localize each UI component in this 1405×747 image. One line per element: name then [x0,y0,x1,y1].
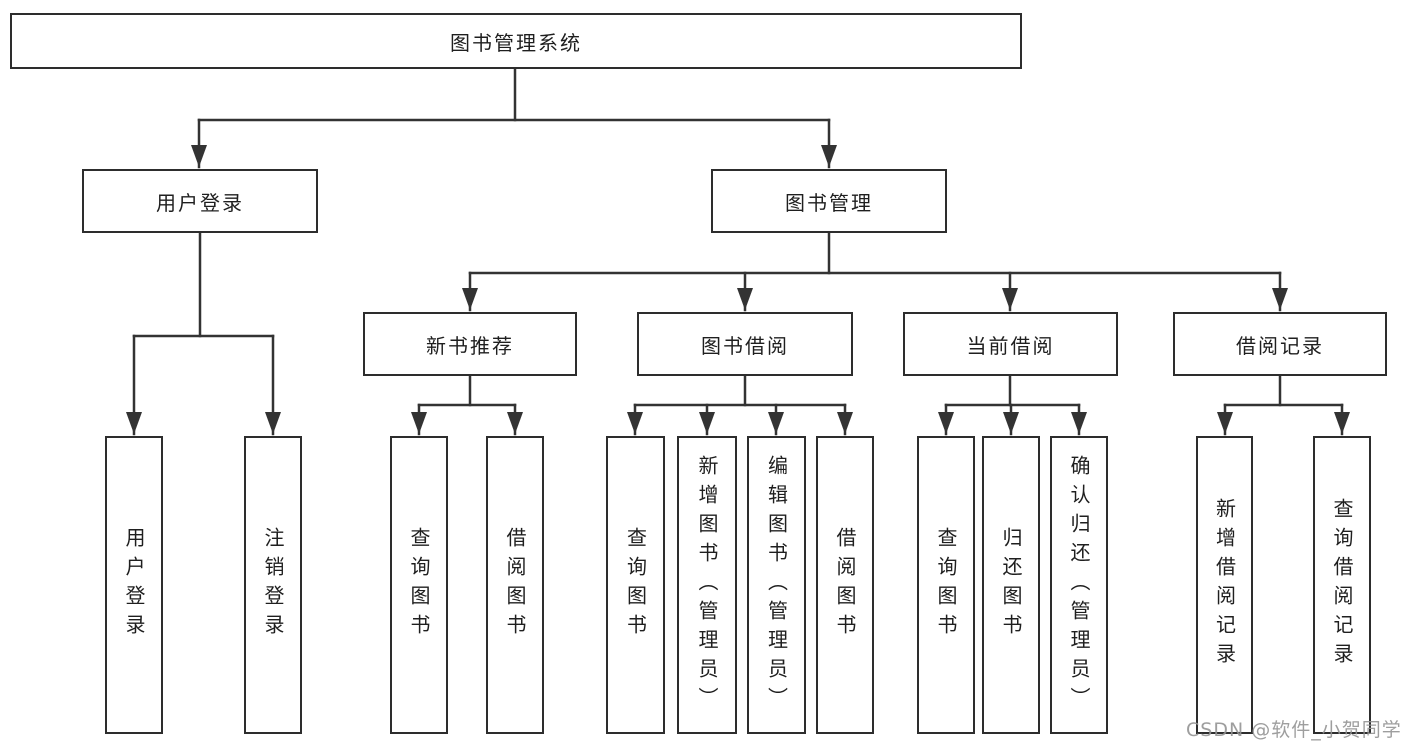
node-book-management-label: 图书管理 [785,190,873,215]
leaf-node-query-books-recommend: 查询图书 [390,436,448,734]
leaf-label: 查询图书 [407,527,431,643]
leaf-label: 查询图书 [934,527,958,643]
leaf-label: 查询借阅记录 [1330,498,1354,672]
node-current-borrowing-label: 当前借阅 [966,333,1055,358]
leaf-node-query-borrow-record: 查询借阅记录 [1313,436,1371,734]
node-user-login: 用户登录 [82,169,318,233]
leaf-label: 归还图书 [999,527,1023,643]
leaf-label: 编辑图书（管理员） [764,454,789,716]
leaf-label: 借阅图书 [503,527,527,643]
leaf-label: 新增图书（管理员） [695,454,719,716]
leaf-label: 用户登录 [122,527,146,643]
leaf-node-borrow-books-recommend: 借阅图书 [486,436,544,734]
leaf-node-return-books: 归还图书 [982,436,1040,734]
node-borrowing-records-label: 借阅记录 [1236,333,1324,358]
leaf-label: 借阅图书 [833,527,857,643]
node-new-book-recommendation-label: 新书推荐 [426,333,514,358]
leaf-label: 新增借阅记录 [1212,498,1237,672]
node-current-borrowing: 当前借阅 [903,312,1118,376]
leaf-node-logout: 注销登录 [244,436,302,734]
leaf-label: 注销登录 [261,527,285,643]
leaf-node-add-books-admin: 新增图书（管理员） [677,436,737,734]
leaf-node-borrow-books: 借阅图书 [816,436,874,734]
leaf-node-confirm-return-admin: 确认归还（管理员） [1050,436,1108,734]
node-new-book-recommendation: 新书推荐 [363,312,577,376]
leaf-node-user-login: 用户登录 [105,436,163,734]
leaf-node-query-books-borrowing: 查询图书 [606,436,665,734]
csdn-watermark: CSDN @软件_小贺同学 [1186,719,1402,741]
leaf-node-add-borrow-record: 新增借阅记录 [1196,436,1253,734]
node-book-borrowing-label: 图书借阅 [701,333,789,358]
root-node-library-management-system: 图书管理系统 [10,13,1022,69]
leaf-node-query-books-current: 查询图书 [917,436,975,734]
root-node-label: 图书管理系统 [450,30,582,55]
node-book-management: 图书管理 [711,169,947,233]
leaf-label: 查询图书 [623,527,648,643]
leaf-label: 确认归还（管理员） [1067,454,1091,716]
leaf-node-edit-books-admin: 编辑图书（管理员） [747,436,806,734]
node-user-login-label: 用户登录 [156,190,244,215]
node-borrowing-records: 借阅记录 [1173,312,1387,376]
node-book-borrowing: 图书借阅 [637,312,853,376]
